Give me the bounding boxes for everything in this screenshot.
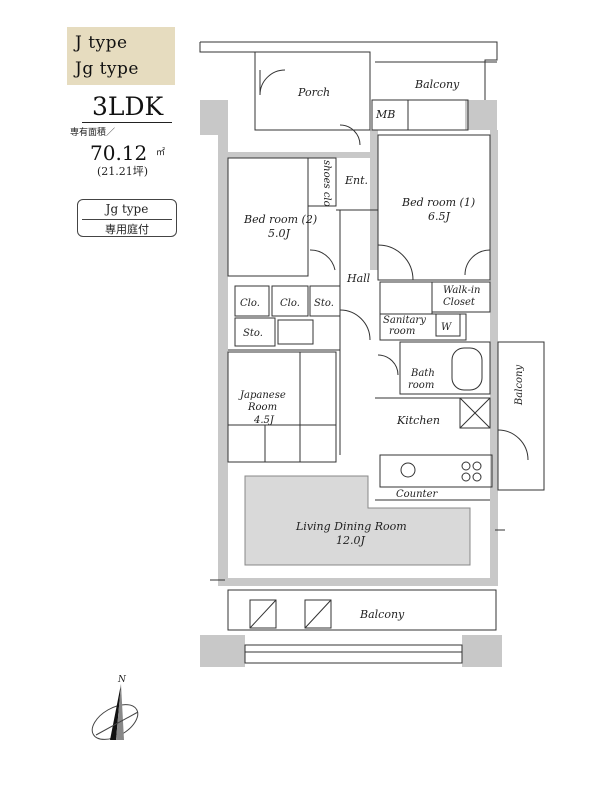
label-sanitary-1: Sanitary	[383, 315, 426, 326]
label-sto-2: Sto.	[243, 328, 263, 339]
area-unit: ㎡	[156, 148, 166, 158]
label-walkin-1: Walk-in	[443, 285, 480, 296]
area-label: 専有面積／	[70, 128, 116, 138]
label-japanese-2: Room	[247, 402, 277, 413]
label-bath-2: room	[408, 380, 434, 391]
label-ent: Ent.	[344, 174, 368, 187]
label-bed2-size: 5.0J	[268, 227, 290, 240]
label-balcony-side: Balcony	[514, 365, 525, 407]
type-badge: J type Jg type	[67, 27, 175, 85]
label-ldk-size: 12.0J	[336, 534, 365, 547]
label-hall: Hall	[346, 272, 371, 285]
label-bed1-size: 6.5J	[428, 210, 450, 223]
label-counter: Counter	[396, 489, 438, 500]
label-balcony-bottom: Balcony	[359, 608, 405, 621]
label-w: W	[441, 322, 452, 333]
label-balcony-top: Balcony	[414, 78, 460, 91]
compass-icon: N	[91, 675, 139, 740]
label-walkin-2: Closet	[443, 297, 476, 308]
walls	[200, 100, 502, 667]
area-value: 70.12	[90, 141, 148, 165]
label-sto-1: Sto.	[314, 298, 334, 309]
label-clo-2: Clo.	[280, 298, 300, 309]
variant-divider	[82, 219, 172, 220]
label-mb: MB	[375, 108, 395, 121]
ldk-area	[244, 475, 471, 566]
label-japanese-size: 4.5J	[253, 415, 275, 426]
label-japanese-1: Japanese	[238, 390, 286, 401]
label-kitchen: Kitchen	[396, 414, 440, 427]
label-bath-1: Bath	[410, 368, 435, 379]
label-sanitary-2: room	[389, 326, 415, 337]
variant-title: Jg type	[105, 202, 149, 216]
variant-box: Jg type 専用庭付	[77, 199, 177, 237]
label-bed1-name: Bed room (1)	[401, 196, 475, 209]
area-tsubo: (21.21坪)	[97, 165, 149, 178]
layout-code: 3LDK	[92, 92, 164, 121]
label-bed2-name: Bed room (2)	[243, 213, 317, 226]
label-shoes: shoes clo	[321, 160, 332, 207]
divider	[82, 122, 172, 123]
label-porch: Porch	[297, 86, 330, 99]
type-line-jg: Jg type	[75, 59, 139, 79]
plan-lines	[199, 41, 545, 664]
label-clo-1: Clo.	[240, 298, 260, 309]
variant-note: 専用庭付	[105, 223, 149, 236]
label-ldk-name: Living Dining Room	[295, 520, 407, 533]
type-line-j: J type	[75, 33, 128, 53]
compass-north: N	[117, 675, 127, 685]
